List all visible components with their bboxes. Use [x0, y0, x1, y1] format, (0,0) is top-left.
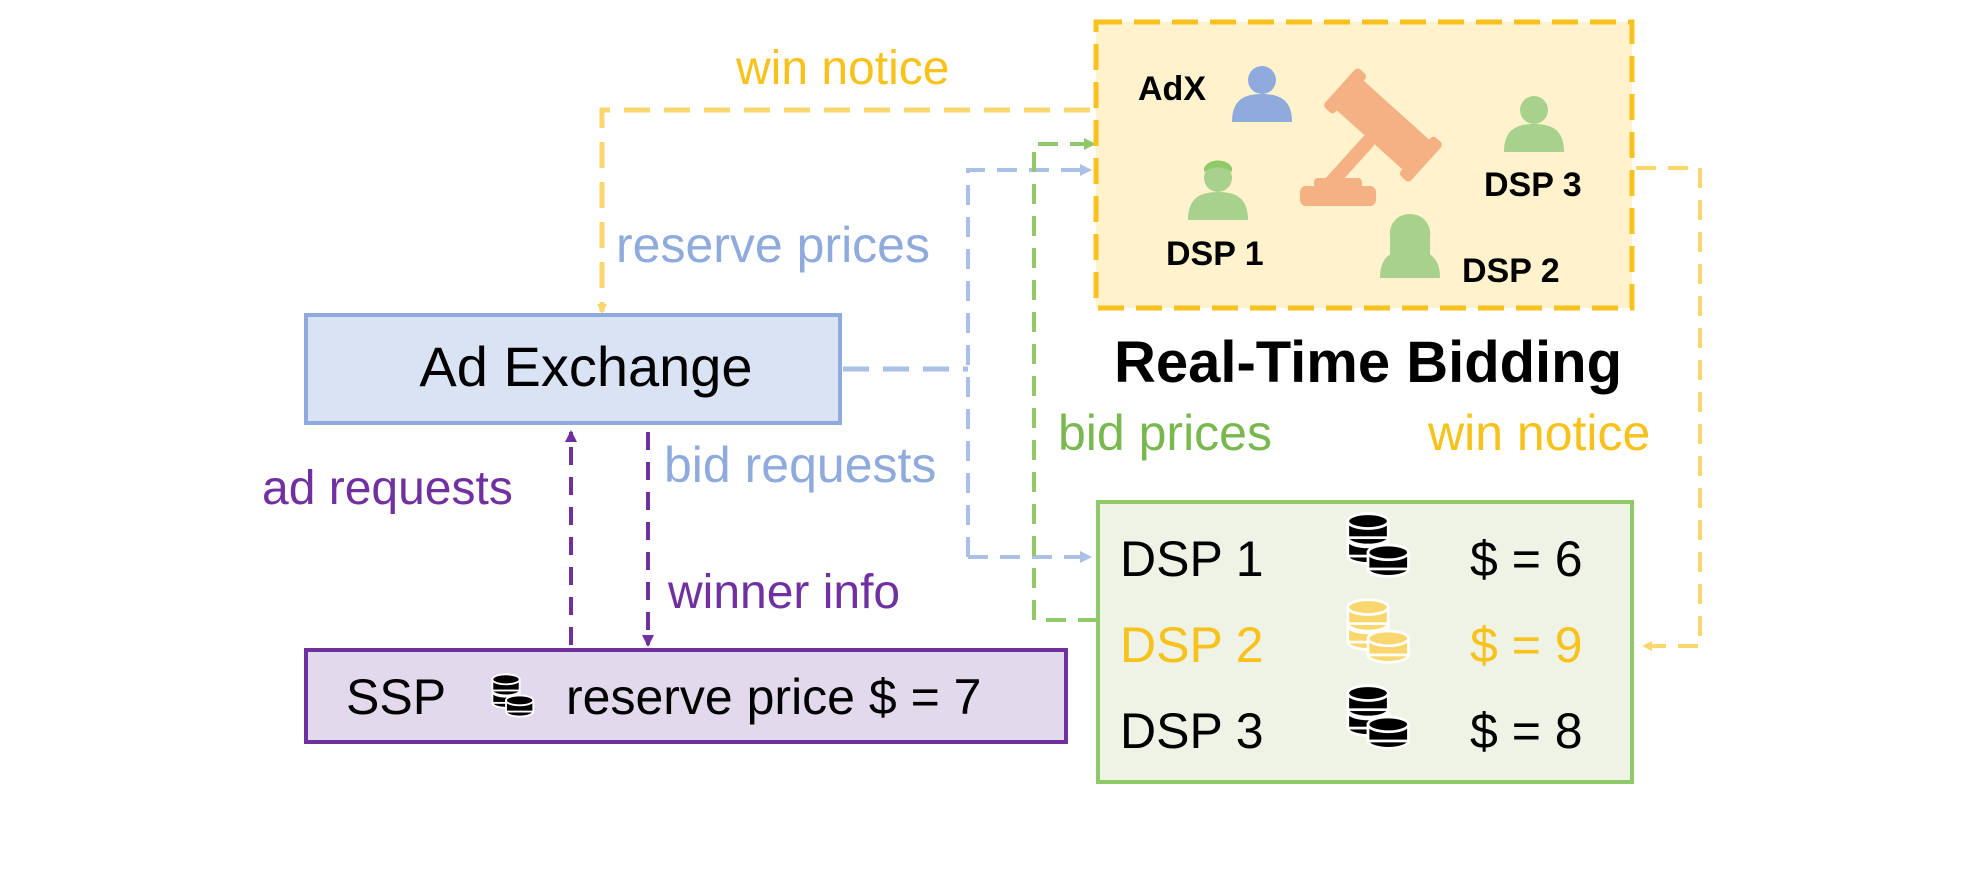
bid-row-price: $ = 8: [1470, 703, 1583, 759]
ad-exchange-box: [304, 313, 842, 425]
rtb-dsp2-label: DSP 2: [1462, 252, 1560, 290]
bid-row-winner: DSP 2 $ = 9: [1120, 598, 1583, 673]
bid-prices-label: bid prices: [1058, 405, 1272, 461]
rtb-dsp1-label: DSP 1: [1166, 235, 1264, 273]
ssp-box: [304, 648, 1068, 744]
reserve-prices-connector: [966, 164, 1092, 557]
bid-row-dsp: DSP 2: [1120, 617, 1264, 673]
bid-row-dsp: DSP 1: [1120, 531, 1264, 587]
bid-requests-label: bid requests: [664, 437, 936, 493]
reserve-prices-label: reserve prices: [616, 217, 930, 273]
diagram-title: Real-Time Bidding: [1114, 330, 1622, 395]
ad-requests-label: ad requests: [262, 462, 513, 515]
win-notice-top-connector: [597, 107, 1090, 314]
bid-row: DSP 1 $ = 6: [1120, 512, 1583, 587]
rtb-dsp3-label: DSP 3: [1484, 166, 1582, 204]
rtb-adx-label: AdX: [1138, 70, 1206, 108]
dsp1-person-icon: [1188, 160, 1248, 220]
bid-row-price: $ = 9: [1470, 617, 1583, 673]
bid-row: DSP 3 $ = 8: [1120, 684, 1583, 759]
bid-prices-connector: [1032, 138, 1098, 622]
win-notice-right-connector: [1636, 166, 1702, 651]
ssp-label: SSP: [346, 669, 446, 725]
winner-info-label: winner info: [667, 566, 900, 619]
win-notice-top-label: win notice: [735, 42, 949, 95]
gavel-icon: [1300, 68, 1442, 206]
ad-exchange-label: Ad Exchange: [419, 335, 752, 398]
bid-row-price: $ = 6: [1470, 531, 1583, 587]
dsp2-person-icon: [1380, 214, 1440, 278]
win-notice-right-label: win notice: [1427, 405, 1650, 461]
rtb-box: [1093, 19, 1635, 311]
ssp-reserve-price: reserve price $ = 7: [566, 669, 981, 725]
bid-row-dsp: DSP 3: [1120, 703, 1264, 759]
